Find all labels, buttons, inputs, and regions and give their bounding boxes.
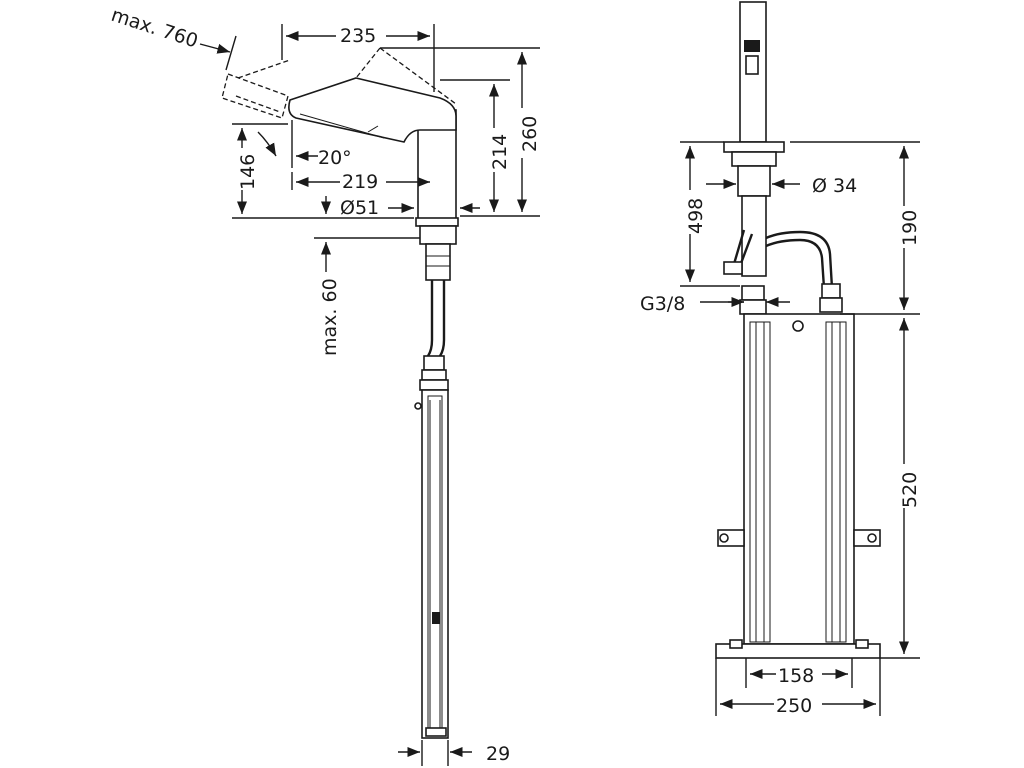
label-thread-g38: G3/8 xyxy=(640,293,685,315)
side-hoses xyxy=(414,280,449,410)
pullout-box-front xyxy=(715,313,881,659)
dim-520: 520 xyxy=(880,318,921,659)
dim-20-degrees: 20° xyxy=(257,120,352,169)
dim-29: 29 xyxy=(398,740,510,766)
dim-thread-g38: G3/8 xyxy=(640,293,790,315)
dim-214: 214 xyxy=(440,79,511,212)
label-diameter-51: Ø51 xyxy=(340,197,379,219)
label-250: 250 xyxy=(776,695,812,717)
label-260: 260 xyxy=(519,116,541,152)
label-214: 214 xyxy=(489,134,511,170)
front-hoses xyxy=(723,229,843,315)
tap-front-profile xyxy=(723,1,785,277)
dim-260: 260 xyxy=(380,47,541,217)
dim-max-60: max. 60 xyxy=(314,237,420,356)
dim-235: 235 xyxy=(281,22,435,92)
dim-158: 158 xyxy=(745,658,853,688)
pullout-box-side xyxy=(421,389,449,739)
pullout-spray-dashed xyxy=(221,47,457,119)
tap-side-profile xyxy=(288,77,459,281)
dim-diameter-51: Ø51 xyxy=(320,196,480,219)
label-235: 235 xyxy=(340,25,376,47)
dim-498: 498 xyxy=(680,141,740,287)
label-29: 29 xyxy=(486,743,510,765)
label-498: 498 xyxy=(685,198,707,234)
label-158: 158 xyxy=(778,665,814,687)
label-219: 219 xyxy=(342,171,378,193)
label-max-760: max. 760 xyxy=(108,4,200,53)
label-146: 146 xyxy=(237,154,259,190)
label-190: 190 xyxy=(899,210,921,246)
label-diameter-34: Ø 34 xyxy=(812,175,857,197)
dim-250: 250 xyxy=(715,658,881,717)
dim-146: 146 xyxy=(232,123,414,219)
dim-diameter-34: Ø 34 xyxy=(706,175,857,197)
side-view: max. 760 235 260 214 xyxy=(108,4,541,766)
dim-190: 190 xyxy=(790,141,921,315)
label-520: 520 xyxy=(899,472,921,508)
dim-219: 219 xyxy=(291,168,430,193)
label-20-degrees: 20° xyxy=(318,147,352,169)
label-max-60: max. 60 xyxy=(319,278,341,356)
front-view: 498 Ø 34 190 G3/8 520 xyxy=(640,1,921,717)
dim-max-760: max. 760 xyxy=(108,4,237,71)
